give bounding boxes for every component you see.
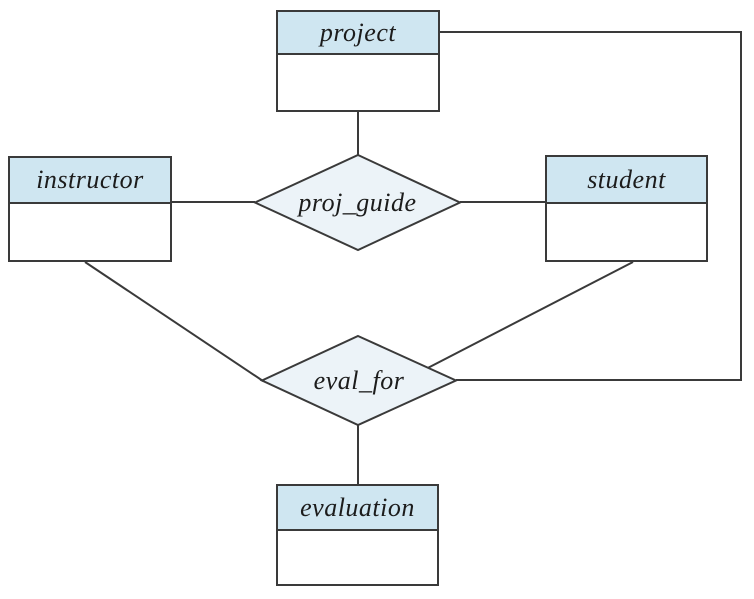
entity-student: student [545,155,708,262]
entity-evaluation-label: evaluation [300,492,415,522]
entity-evaluation-header: evaluation [278,486,437,531]
entity-student-body [547,204,706,260]
entity-evaluation: evaluation [276,484,439,586]
edge-student-eval-for [419,261,634,373]
entity-instructor-label: instructor [36,165,144,194]
entity-student-header: student [547,157,706,204]
entity-project-label: project [319,17,397,47]
entity-instructor-body [10,204,170,260]
proj-guide-diamond [252,153,463,252]
eval-for-diamond [259,334,459,427]
entity-project: project [276,10,440,112]
entity-instructor-header: instructor [10,158,170,204]
edge-project-eval-for [440,31,742,381]
entity-student-label: student [587,164,666,194]
entity-instructor: instructor [8,156,172,262]
entity-evaluation-body [278,531,437,584]
entity-project-header: project [278,12,438,55]
entity-project-body [278,55,438,110]
edge-instructor-eval-for [84,261,264,382]
